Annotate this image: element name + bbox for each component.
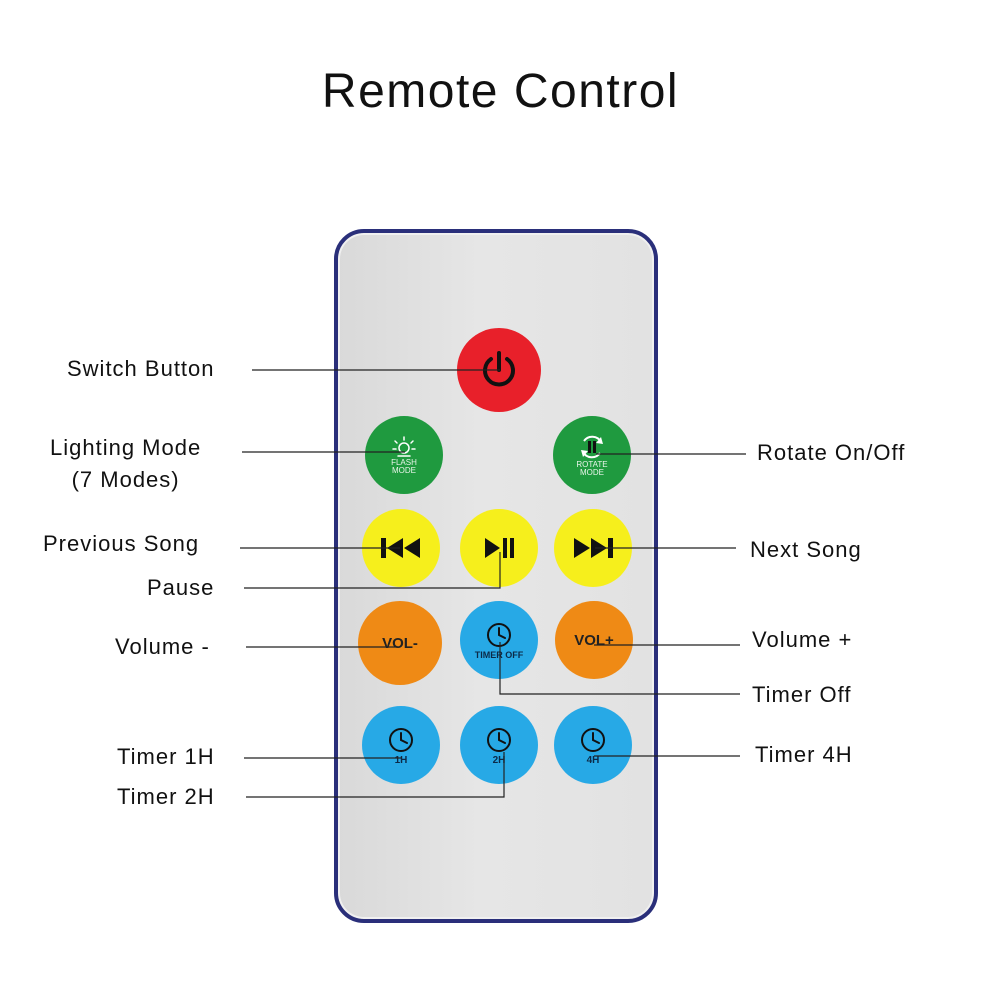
label-timer-off: Timer Off [752,682,852,707]
label-timer-1h: Timer 1H [117,744,215,769]
leader-timer-2h [246,752,505,798]
flash-mode-caption-2: MODE [392,466,416,475]
label-timer-2h: Timer 2H [117,784,215,809]
rotate-mode-caption-2: MODE [580,468,604,477]
timer-4h-caption: 4H [586,754,600,766]
leader-pause [244,552,501,589]
power-icon [483,351,515,387]
rotate-mode-button[interactable]: ROTATE MODE [553,416,631,494]
timer-4h-button[interactable]: 4H [554,706,632,784]
volume-up-caption: VOL+ [574,631,614,649]
label-volume-plus: Volume + [752,627,853,652]
label-switch-button: Switch Button [67,356,215,381]
timer-off-button[interactable]: TIMER OFF [460,601,538,679]
volume-up-button[interactable]: VOL+ [555,601,633,679]
clock-icon [487,622,511,647]
label-lighting-mode-line-2: (7 Modes) [71,467,180,492]
label-lighting-mode-line-1: Lighting Mode [50,435,202,460]
label-timer-4h: Timer 4H [755,742,853,767]
page-title: Remote Control [321,65,680,118]
label-volume-minus: Volume - [115,634,210,659]
timer-2h-caption: 2H [492,754,506,766]
label-next-song: Next Song [750,537,862,562]
sun-icon [392,436,416,457]
label-lighting-mode: Lighting Mode (7 Modes) [50,432,201,496]
timer-2h-button[interactable]: 2H [460,706,538,784]
timer-1h-caption: 1H [394,754,408,766]
timer-1h-button[interactable]: 1H [362,706,440,784]
label-pause: Pause [147,575,215,600]
volume-down-button[interactable]: VOL- [358,601,442,685]
rotate-mode-caption-1: ROTATE [576,460,608,469]
clock-icon [389,727,413,752]
flash-mode-caption-1: FLASH [391,458,417,467]
label-rotate: Rotate On/Off [757,440,906,465]
play-pause-button[interactable] [460,509,538,587]
clock-icon [487,727,511,752]
label-previous-song: Previous Song [43,531,200,556]
timer-off-caption: TIMER OFF [474,649,524,660]
clock-icon [581,727,605,752]
flash-mode-button[interactable]: FLASH MODE [365,416,443,494]
rotate-icon [581,435,603,459]
leader-timer-off [499,642,740,695]
play-pause-icon [485,538,514,558]
